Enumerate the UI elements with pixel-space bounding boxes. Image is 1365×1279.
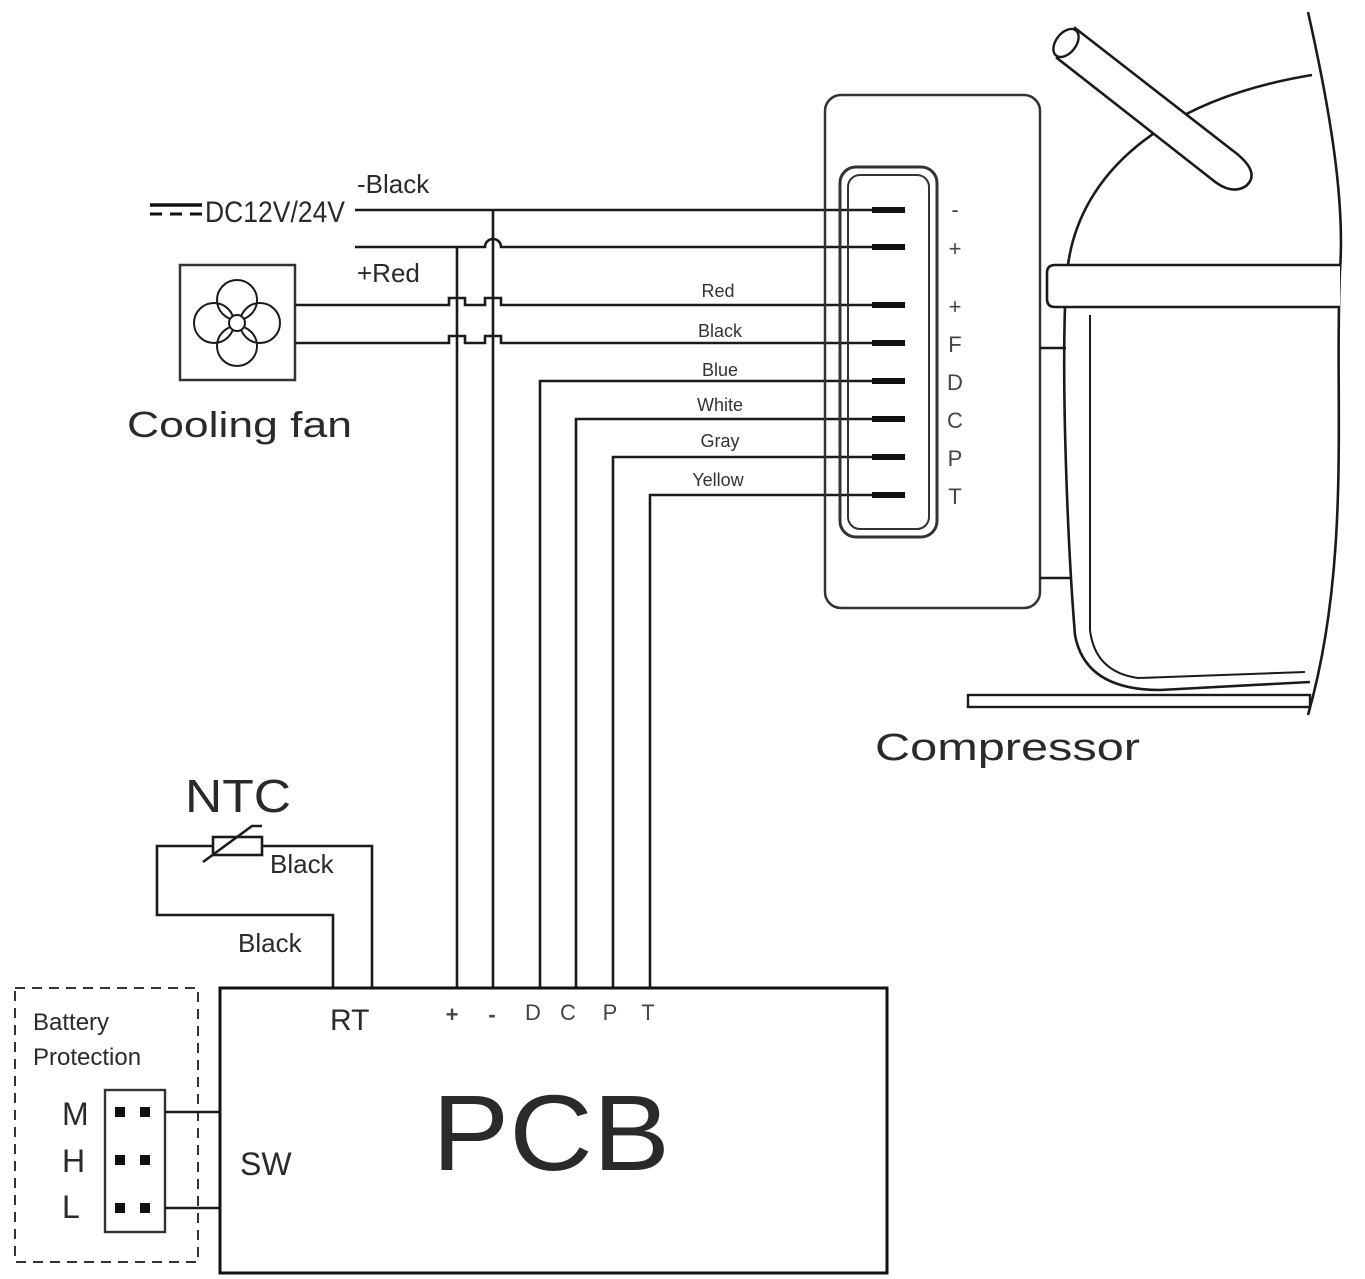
wire-label-blue: Blue [702, 360, 738, 380]
compressor-label: Compressor [875, 727, 1140, 769]
pcb-rt-label: RT [330, 1004, 369, 1037]
wire-label-gray: Gray [700, 431, 739, 451]
ntc-wire-bottom-label: Black [238, 928, 303, 958]
ntc-thermistor-icon [202, 824, 264, 864]
dc-power-symbol [150, 203, 202, 216]
compressor-terminal-t: T [948, 484, 961, 509]
compressor-terminal-block [823, 93, 1042, 610]
battery-protection-box [14, 987, 199, 1263]
wire-p [611, 455, 905, 988]
battery-level-l: L [62, 1189, 80, 1225]
pcb-terminal-d: D [525, 1000, 541, 1025]
cooling-fan-label: Cooling fan [127, 404, 352, 445]
wire-c [574, 417, 905, 988]
wire-label-red: Red [701, 281, 734, 301]
cooling-fan-icon [178, 263, 297, 382]
compressor-terminal-neg: - [951, 197, 958, 222]
pcb-label: PCB [432, 1072, 670, 1193]
battery-level-m: M [62, 1096, 89, 1132]
compressor-terminal-f: F [948, 332, 961, 357]
pcb-terminal-pos: + [446, 1002, 459, 1027]
wire-fan-positive [295, 296, 905, 307]
pcb-terminal-t: T [641, 1000, 654, 1025]
pcb-terminal-p: P [603, 1000, 618, 1025]
wire-t [648, 493, 905, 988]
wire-label-black: Black [698, 321, 743, 341]
wire-d [538, 379, 905, 988]
pcb-sw-label: SW [240, 1146, 292, 1182]
terminal-leads [872, 207, 905, 498]
battery-protection-title-2: Protection [33, 1044, 141, 1071]
battery-protection-title-1: Battery [33, 1009, 109, 1036]
battery-protection-connector[interactable] [103, 1088, 167, 1234]
wire-label-yellow: Yellow [692, 470, 744, 490]
ntc-wire-top-label: Black [270, 849, 335, 879]
compressor-terminal-d: D [947, 370, 963, 395]
compressor-terminal-p: P [948, 446, 963, 471]
pcb-terminal-c: C [560, 1000, 576, 1025]
compressor-terminal-fan-pos: + [949, 294, 962, 319]
wire-power-positive [355, 237, 905, 249]
battery-level-h: H [62, 1143, 85, 1179]
power-positive-label: +Red [357, 258, 420, 288]
compressor-icon [966, 11, 1343, 716]
ntc-label: NTC [185, 770, 291, 822]
compressor-terminal-c: C [947, 408, 963, 433]
pcb-terminal-neg: - [488, 1002, 495, 1027]
wire-label-white: White [697, 395, 743, 415]
power-label: DC12V/24V [205, 196, 345, 229]
power-negative-label: -Black [357, 169, 430, 199]
wire-fan-f [295, 334, 905, 345]
pcb-board [218, 986, 889, 1275]
compressor-terminal-pos: + [949, 236, 962, 261]
wire-ntc-left [155, 844, 335, 988]
wire-ntc-right [262, 844, 374, 988]
